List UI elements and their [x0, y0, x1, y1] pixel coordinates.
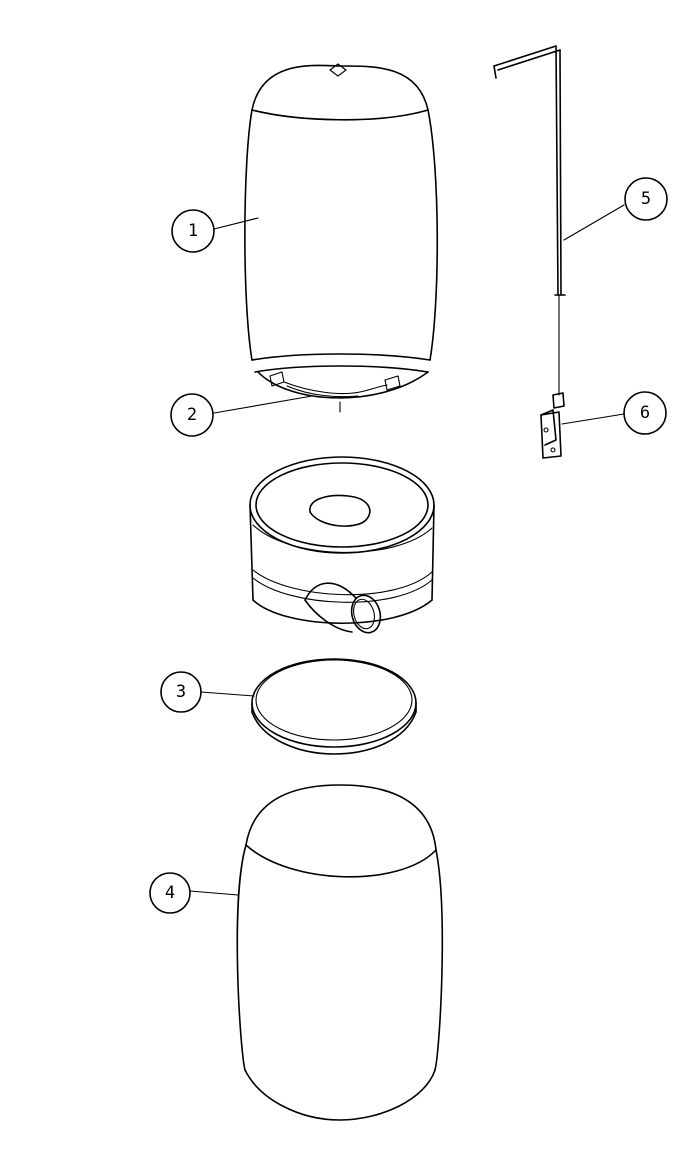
callout-3-label: 3	[176, 682, 186, 702]
callout-4-label: 4	[165, 883, 175, 903]
callout-4: 4	[149, 872, 191, 914]
callout-6-label: 6	[640, 403, 650, 423]
part-4-collection-bag	[236, 784, 444, 1121]
callout-1: 1	[171, 209, 215, 253]
callout-6: 6	[623, 391, 667, 435]
part-3-ring	[251, 658, 417, 755]
callout-1-label: 1	[188, 221, 198, 241]
leader-lines	[189, 204, 625, 896]
separator-drum	[249, 456, 435, 634]
part-6-bracket	[540, 392, 565, 459]
part-5-support-rod	[493, 45, 566, 396]
callout-3: 3	[160, 671, 202, 713]
callout-2-label: 2	[187, 405, 197, 425]
callout-5: 5	[624, 177, 668, 221]
part-1-filter-bag	[244, 63, 439, 399]
callout-2: 2	[170, 393, 214, 437]
callout-5-label: 5	[641, 189, 651, 209]
